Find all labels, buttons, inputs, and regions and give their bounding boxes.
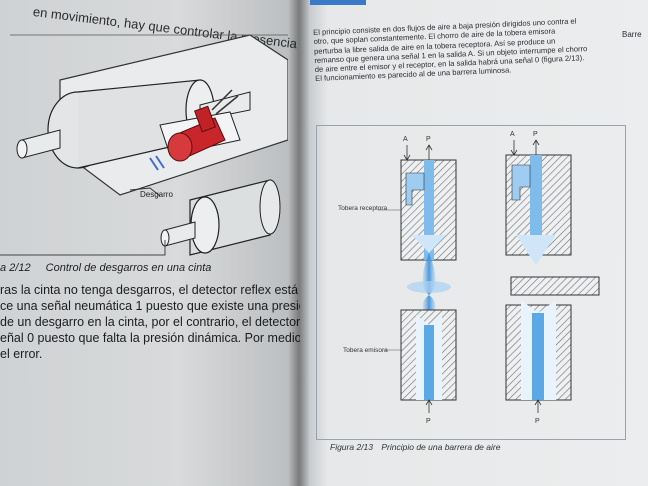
left-body-line: eñal 0 puesto que falta la presión dinám… <box>0 331 300 345</box>
interrupting-object <box>510 276 600 296</box>
right-figure-caption: Figura 2/13 Principio de una barrera de … <box>330 442 500 452</box>
left-body-line: el error. <box>0 347 43 361</box>
right-emitter-nozzle <box>505 300 572 401</box>
left-body-line: ce una señal neumática 1 puesto que exis… <box>0 299 300 313</box>
letter-a-left: A <box>403 136 408 143</box>
left-caption-number: a 2/12 <box>0 262 31 274</box>
letter-a-right: A <box>510 131 515 138</box>
receiver-nozzle-label: Tobera receptora <box>338 205 388 212</box>
left-body-line: ras la cinta no tenga desgarros, el dete… <box>0 283 300 297</box>
emitter-nozzle-label: Tobera emisora <box>343 347 388 354</box>
right-receiver-nozzle <box>505 154 572 265</box>
letter-p-bottom-left: P <box>426 418 431 425</box>
right-side-word: Barre <box>622 30 642 39</box>
left-caption-title: Control de desgarros en una cinta <box>45 262 212 274</box>
left-figure-caption: a 2/12 Control de desgarros en una cinta <box>0 262 290 274</box>
left-emitter-nozzle <box>400 309 457 401</box>
tear-label: Desgarro <box>140 190 173 199</box>
left-receiver-nozzle <box>400 159 457 261</box>
blue-page-tab <box>310 0 366 5</box>
right-caption-title: Principio de una barrera de aire <box>381 442 501 452</box>
left-body-line: de un desgarro en la cinta, por el contr… <box>0 315 300 329</box>
right-page <box>300 0 648 486</box>
letter-p-bottom-right: P <box>535 418 540 425</box>
air-barrier-diagram: A P A P P P <box>378 131 600 425</box>
belt-tear-illustration <box>0 34 288 256</box>
left-body-text: ras la cinta no tenga desgarros, el dete… <box>0 282 300 362</box>
right-caption-number: Figura 2/13 <box>330 442 373 452</box>
letter-p-left: P <box>426 136 431 143</box>
book-gutter <box>288 0 310 486</box>
figure-frame <box>316 125 626 440</box>
letter-p-right: P <box>533 131 538 138</box>
